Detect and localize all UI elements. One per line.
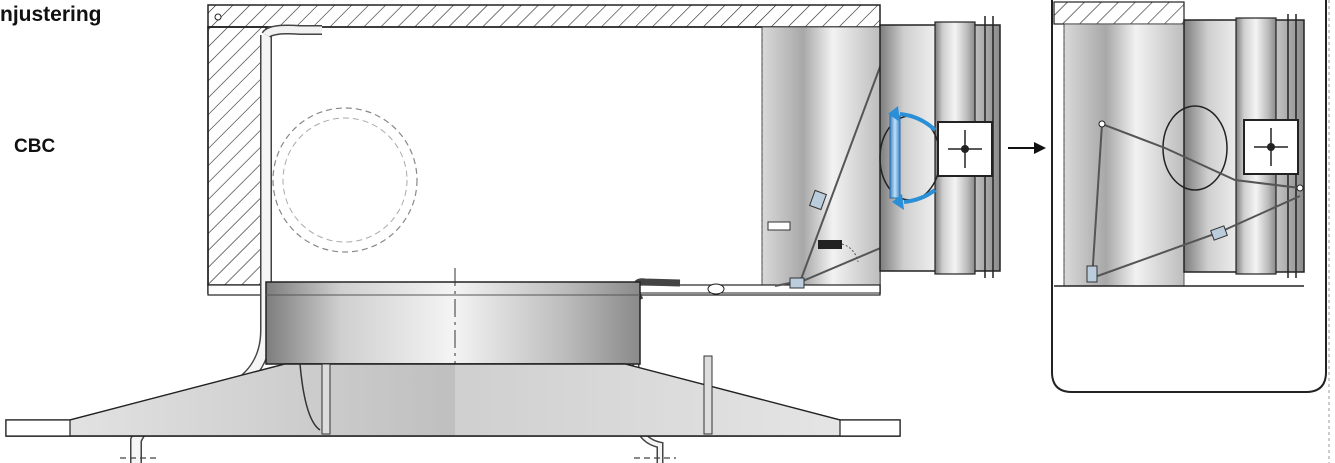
hidden-opening — [272, 107, 418, 253]
main-unit — [5, 4, 901, 463]
product-label: CBC — [14, 136, 56, 157]
next-step-arrow-icon — [1008, 142, 1046, 154]
heading-title: njustering — [0, 3, 102, 26]
duct-connector — [879, 16, 1001, 278]
rotate-arrow-top-icon — [899, 112, 937, 132]
left-wall — [207, 26, 267, 286]
damper-blade — [889, 115, 901, 199]
detail-view — [1051, 0, 1327, 393]
spigot-collar — [265, 281, 641, 365]
top-slab — [207, 4, 881, 28]
rotate-arrow-bottom-icon — [903, 188, 937, 204]
